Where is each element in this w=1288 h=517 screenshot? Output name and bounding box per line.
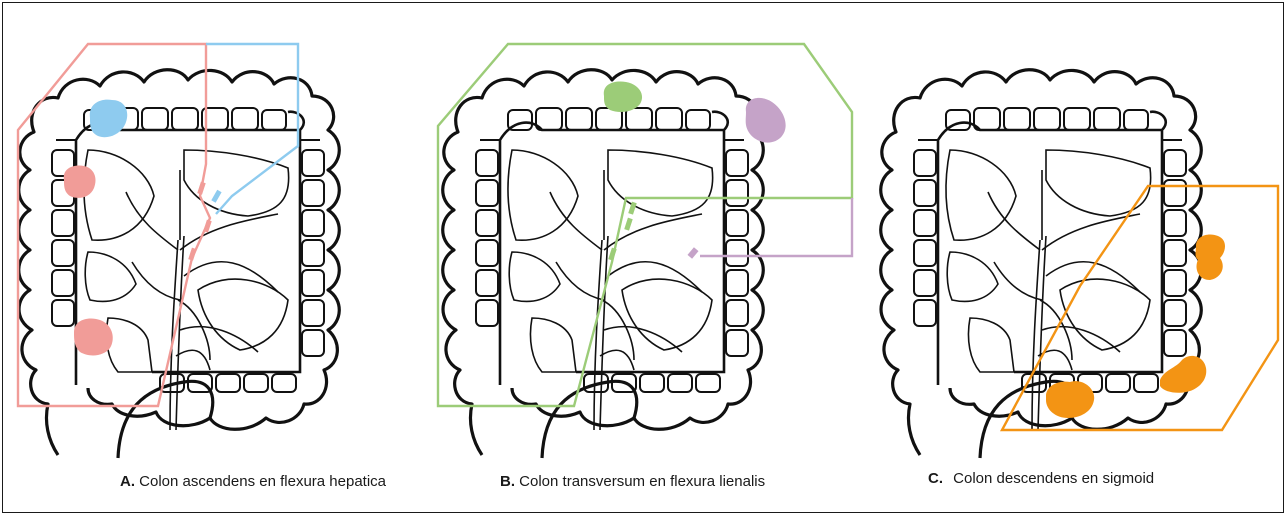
panel-a-diagram — [18, 44, 339, 458]
caption-b: B. Colon transversum en flexura lienalis — [500, 473, 765, 490]
panel-a-tumour-red-1 — [64, 166, 96, 198]
panel-b-diagram — [438, 44, 852, 458]
caption-a: A. Colon ascendens en flexura hepatica — [120, 473, 386, 490]
panel-b-ligation-2 — [624, 218, 632, 231]
caption-b-text: Colon transversum en flexura lienalis — [519, 473, 765, 490]
caption-a-text: Colon ascendens en flexura hepatica — [139, 473, 386, 490]
caption-b-letter: B. — [500, 473, 515, 490]
caption-c-letter: C. — [928, 470, 943, 487]
caption-c: C. Colon descendens en sigmoid — [928, 470, 1154, 487]
panel-b-ligation-3 — [608, 248, 616, 261]
panel-a-ligation-3 — [188, 248, 196, 261]
panel-a-ligation-1 — [197, 182, 205, 195]
panel-c-resection-orange — [1002, 186, 1278, 430]
panel-b-tumour-purple — [746, 98, 786, 143]
panel-c-tumour-3 — [1046, 381, 1094, 418]
panel-b-tumour-green — [604, 82, 642, 112]
panel-a-ligation-4 — [211, 190, 221, 203]
caption-c-text: Colon descendens en sigmoid — [953, 470, 1154, 487]
panel-c-tumour-1 — [1196, 234, 1226, 280]
caption-a-letter: A. — [120, 473, 135, 490]
panel-b-ligation-4 — [687, 247, 698, 259]
panel-a-tumour-blue — [90, 100, 127, 138]
panel-c-diagram — [881, 70, 1278, 458]
panel-c-tumour-2 — [1160, 356, 1206, 393]
panel-a-ligation-2 — [203, 220, 211, 233]
